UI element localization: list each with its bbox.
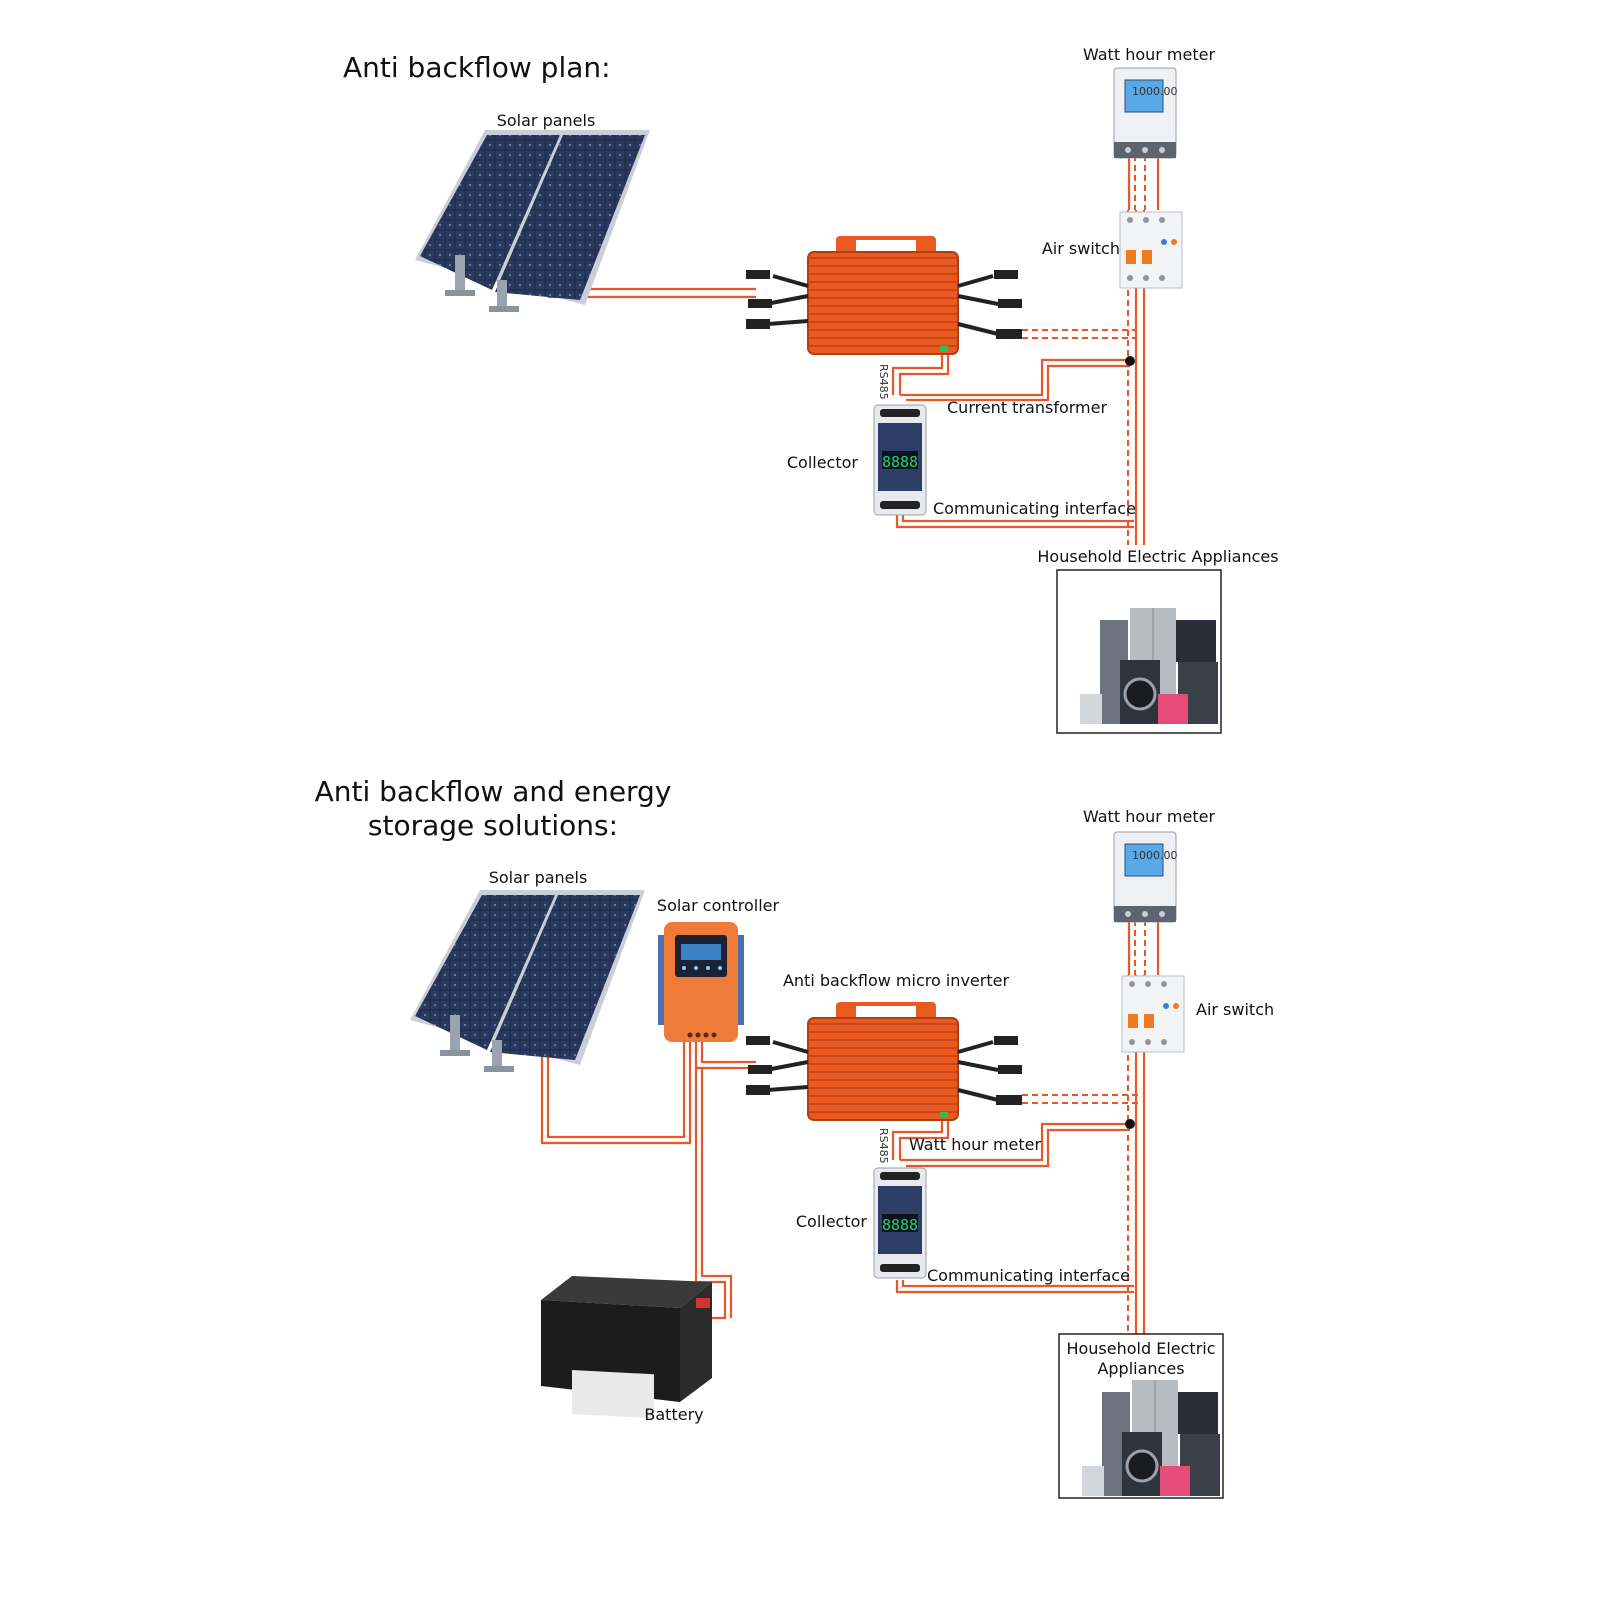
plan1-collector-display: 8888 <box>882 453 918 471</box>
plan2-label-solar-controller: Solar controller <box>657 896 780 915</box>
plan2-title-line1: Anti backflow and energy <box>315 775 672 808</box>
plan1-meter-display: 1000.00 <box>1132 85 1178 98</box>
plan2-collector-display: 8888 <box>882 1216 918 1234</box>
plan1-label-watt-hour-meter: Watt hour meter <box>1083 45 1216 64</box>
plan1-label-solar-panels: Solar panels <box>497 111 596 130</box>
plan2-solar-controller <box>658 922 744 1042</box>
plan2-label-communicating-interface: Communicating interface <box>927 1266 1130 1285</box>
plan1-micro-inverter <box>744 234 1024 356</box>
plan1-air-switch <box>1119 211 1183 289</box>
plan1-label-household: Household Electric Appliances <box>1037 547 1278 566</box>
plan2-micro-inverter <box>744 1000 1024 1122</box>
plan2-watt-hour-meter <box>1113 831 1177 923</box>
plan2-title-line2: storage solutions: <box>368 809 618 842</box>
plan2-wiring <box>540 920 1160 1335</box>
plan1-label-air-switch: Air switch <box>1042 239 1120 258</box>
plan2-solar-panels <box>410 890 645 1072</box>
plan2-label-household-line1: Household Electric <box>1066 1339 1215 1358</box>
plan2-air-switch <box>1121 975 1185 1053</box>
plan2-label-watt-hour-meter: Watt hour meter <box>1083 807 1216 826</box>
plan1-label-rs485: RS485 <box>877 364 890 400</box>
plan1-solar-panels <box>415 130 650 312</box>
plan1-title: Anti backflow plan: <box>343 51 611 84</box>
plan1-wiring <box>548 155 1160 545</box>
plan2-household-appliances <box>1080 1378 1222 1498</box>
plan1-watt-hour-meter <box>1113 67 1177 159</box>
plan1-household-appliances <box>1078 606 1220 726</box>
plan2-label-collector: Collector <box>796 1212 868 1231</box>
plan1-label-collector: Collector <box>787 453 859 472</box>
plan2-battery <box>541 1276 712 1419</box>
plan2-label-household-line2: Appliances <box>1097 1359 1184 1378</box>
plan2-label-watt-hour-meter-mid: Watt hour meter <box>909 1135 1042 1154</box>
plan2-meter-display: 1000.00 <box>1132 849 1178 862</box>
plan1-label-current-transformer: Current transformer <box>947 398 1107 417</box>
plan2-label-solar-panels: Solar panels <box>489 868 588 887</box>
plan2-label-battery: Battery <box>644 1405 703 1424</box>
plan1-label-communicating-interface: Communicating interface <box>933 499 1136 518</box>
plan2-label-rs485: RS485 <box>877 1128 890 1164</box>
plan2-label-air-switch: Air switch <box>1196 1000 1274 1019</box>
plan2-label-inverter: Anti backflow micro inverter <box>783 971 1009 990</box>
